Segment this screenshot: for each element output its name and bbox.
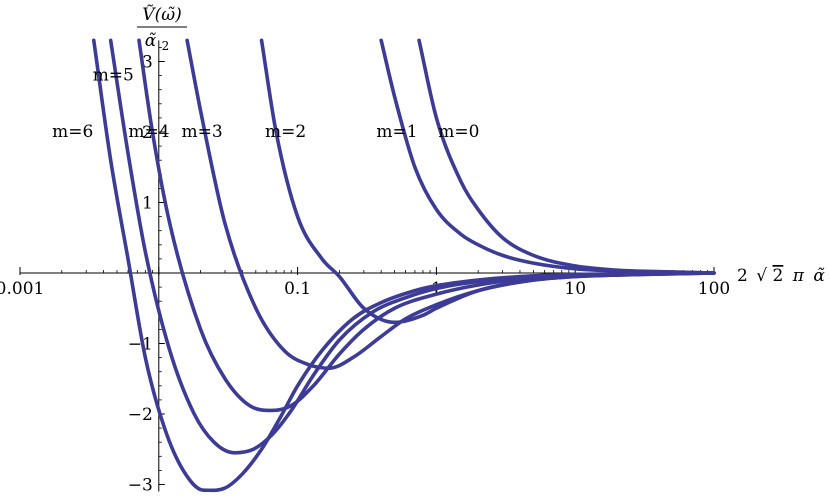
y-axis-title-denominator: α̃ 2: [145, 31, 170, 53]
curve-label-m4: m=4: [128, 122, 169, 142]
curve-label-m1: m=1: [376, 122, 417, 142]
x-axis-title-radicand: 2: [772, 266, 783, 286]
x-tick-label: 0.001: [0, 279, 44, 299]
curve-m3: [185, 38, 716, 370]
y-tick-label: 3: [142, 53, 153, 73]
y-axis-title-denominator-alpha: α̃: [145, 31, 157, 51]
x-axis-title: 2 √ 2 π α̃ 2 ω̃: [737, 266, 830, 290]
curve-m1: [379, 38, 716, 275]
curve-label-m0: m=0: [438, 122, 479, 142]
x-axis-title-radical: √: [756, 266, 767, 286]
curve-label-m6: m=6: [52, 122, 93, 142]
y-axis-title-numerator: Ṽ(ω̃): [142, 4, 181, 25]
curve-label-m5: m=5: [93, 66, 134, 86]
curve-labels: m=0 m=1 m=2 m=3 m=4 m=5 m=6: [52, 66, 479, 142]
curve-m5: [108, 38, 716, 455]
x-axis-title-alpha: α̃: [813, 266, 825, 286]
curve-label-m3: m=3: [181, 122, 222, 142]
curves: [91, 38, 716, 493]
y-tick-label: −2: [128, 405, 153, 425]
y-axis-title: Ṽ(ω̃) α̃ 2: [137, 4, 187, 53]
x-axis-title-pi: π: [792, 266, 805, 286]
y-tick-label: −3: [128, 476, 153, 496]
x-tick-label: 10: [564, 279, 586, 299]
curve-m6: [91, 38, 716, 493]
x-axis-title-prefix: 2: [737, 266, 748, 286]
y-axis-title-denominator-sub: 2: [162, 39, 170, 53]
y-tick-label: 1: [142, 194, 153, 214]
y-tick-label: −1: [128, 335, 153, 355]
curve-label-m2: m=2: [265, 122, 306, 142]
x-tick-label: 0.1: [284, 279, 311, 299]
x-tick-label: 100: [698, 279, 730, 299]
y-tick-label: 2: [142, 123, 153, 143]
